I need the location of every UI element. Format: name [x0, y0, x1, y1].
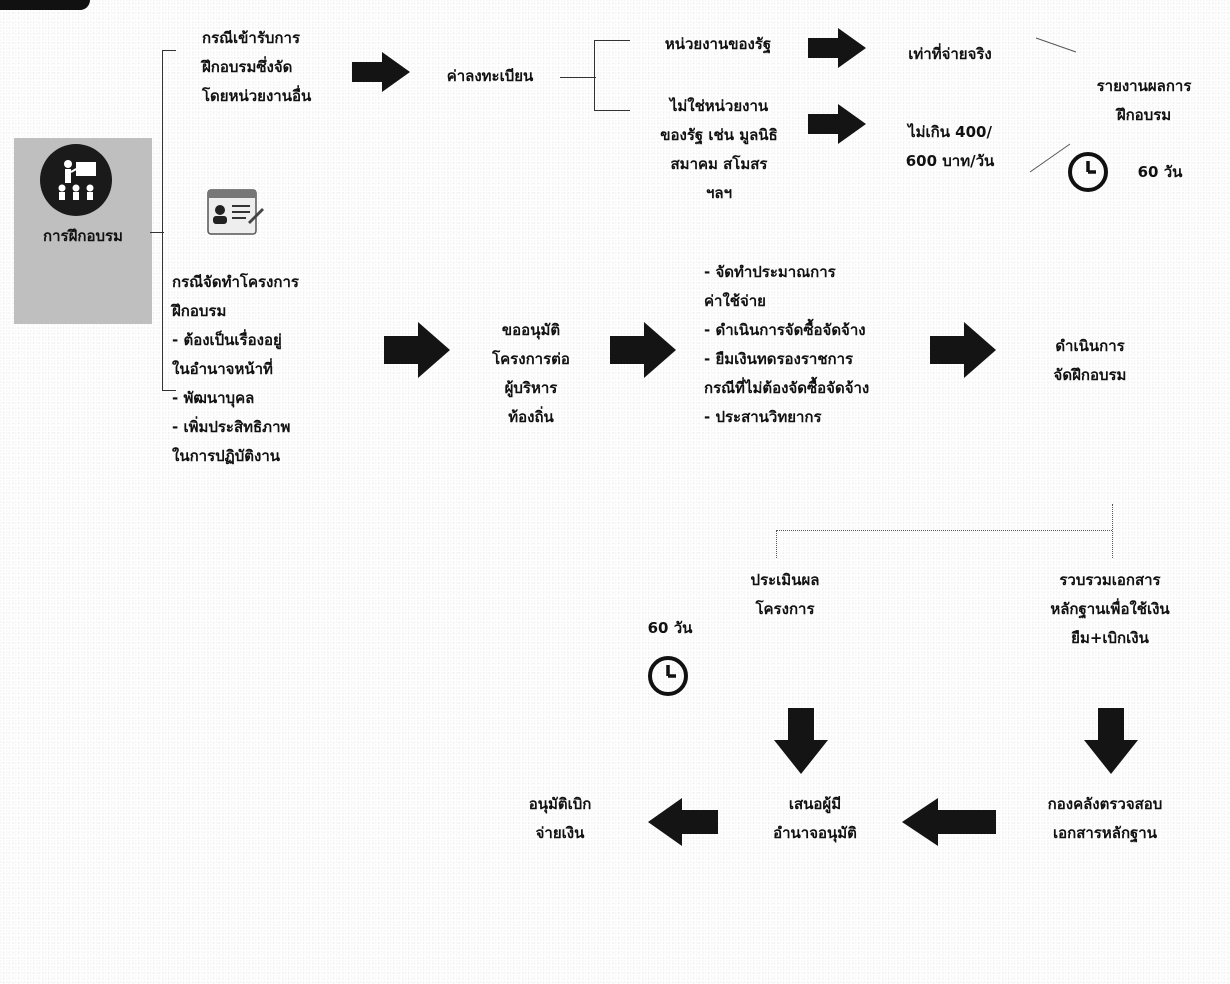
actual-paid-label: เท่าที่จ่ายจริง: [908, 45, 992, 63]
case1-title: กรณีเข้ารับการ ฝึกอบรมซึ่งจัด โดยหน่วยงา…: [202, 29, 312, 105]
arrow-gov-to-actual: [808, 28, 866, 68]
arrow-case1-to-fee: [352, 52, 410, 92]
main-branch-connector: [150, 232, 164, 233]
registration-fee-label: ค่าลงทะเบียน: [446, 67, 534, 85]
treasury-check-label: กองคลังตรวจสอบ เอกสารหลักฐาน: [1047, 795, 1163, 842]
approve-project-label: ขออนุมัติ โครงการต่อ ผู้บริหาร ท้องถิ่น: [492, 321, 570, 426]
fee-connector: [560, 77, 596, 78]
fee-bracket-top: [594, 40, 630, 41]
branch-bottom-tick: [162, 390, 176, 391]
followup-connector-left: [776, 530, 777, 558]
gov-agency-label: หน่วยงานของรัฐ: [664, 35, 772, 53]
arrow-treasury-to-propose: [902, 798, 996, 846]
arrow-collect-down: [1084, 708, 1138, 774]
followup-connector-horizontal: [776, 530, 1112, 531]
arrow-approve-to-steps: [610, 322, 676, 378]
id-card-icon: [207, 189, 264, 235]
report-days-label: 60 วัน: [1137, 163, 1183, 181]
clock-icon: [648, 656, 688, 696]
collect-documents-label: รวบรวมเอกสาร หลักฐานเพื่อใช้เงิน ยืม+เบิ…: [1050, 571, 1170, 647]
preparation-steps: - จัดทำประมาณการ ค่าใช้จ่าย - ดำเนินการจ…: [704, 263, 870, 426]
conduct-training-label: ดำเนินการ จัดฝึกอบรม: [1053, 337, 1127, 384]
evaluate-project-label: ประเมินผล โครงการ: [750, 571, 820, 618]
clock-icon: [1068, 152, 1108, 192]
main-node-label: การฝึกอบรม: [43, 227, 123, 245]
branch-bracket: [162, 50, 163, 390]
trainer-podium-icon: [40, 144, 112, 216]
arrow-nongov-to-limit: [808, 104, 866, 144]
arrow-evaluate-down: [774, 708, 828, 774]
header-corner-decoration: [0, 0, 90, 10]
propose-authority-label: เสนอผู้มี อำนาจอนุมัติ: [773, 795, 857, 842]
evaluate-days-label: 60 วัน: [647, 619, 693, 637]
arrow-propose-to-disburse: [648, 798, 718, 846]
branch-top-tick: [162, 50, 176, 51]
non-gov-label: ไม่ใช่หน่วยงาน ของรัฐ เช่น มูลนิธิ สมาคม…: [660, 97, 778, 202]
arrow-case2-to-approve: [384, 322, 450, 378]
report-label: รายงานผลการ ฝึกอบรม: [1096, 77, 1192, 124]
case2-title: กรณีจัดทำโครงการ ฝึกอบรม - ต้องเป็นเรื่อ…: [172, 273, 299, 465]
followup-connector-right: [1112, 504, 1113, 558]
limit-label: ไม่เกิน 400/ 600 บาท/วัน: [905, 123, 995, 170]
arrow-steps-to-conduct: [930, 322, 996, 378]
fee-bracket: [594, 40, 595, 110]
connector-to-report-bottom: [1029, 143, 1071, 173]
approve-disbursement-label: อนุมัติเบิก จ่ายเงิน: [528, 795, 592, 842]
fee-bracket-bottom: [594, 110, 630, 111]
connector-to-report-top: [1035, 37, 1077, 53]
